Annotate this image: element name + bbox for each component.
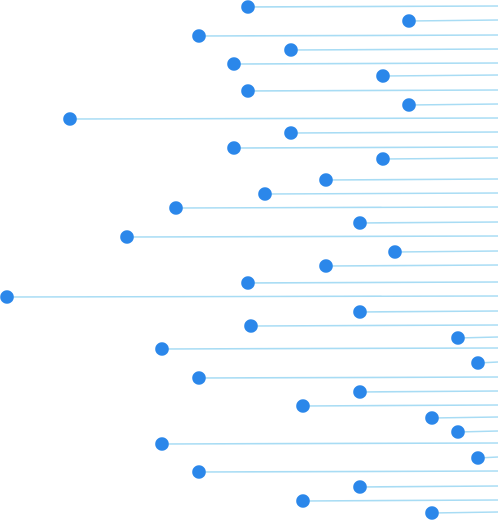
lollipop-dot-31	[155, 437, 169, 451]
lollipop-dot-24	[155, 342, 169, 356]
lollipop-dot-12	[319, 173, 333, 187]
lollipop-stem-24	[161, 347, 498, 350]
lollipop-dot-25	[471, 356, 485, 370]
lollipop-dot-15	[353, 216, 367, 230]
lollipop-stem-12	[325, 178, 498, 181]
lollipop-stem-28	[302, 404, 498, 407]
lollipop-stem-5	[382, 74, 498, 77]
lollipop-stem-6	[247, 89, 498, 92]
lollipop-dot-10	[227, 141, 241, 155]
lollipop-stem-15	[359, 221, 498, 224]
stem-layer	[6, 5, 498, 514]
lollipop-stem-10	[233, 146, 498, 149]
lollipop-dot-26	[192, 371, 206, 385]
lollipop-stem-27	[359, 390, 498, 393]
lollipop-dot-8	[63, 112, 77, 126]
lollipop-dot-33	[192, 465, 206, 479]
dot-layer	[0, 0, 485, 520]
lollipop-dot-34	[353, 480, 367, 494]
lollipop-dot-2	[192, 29, 206, 43]
lollipop-dot-6	[241, 84, 255, 98]
lollipop-stem-16	[126, 235, 498, 238]
lollipop-stem-2	[198, 34, 498, 37]
lollipop-dot-0	[241, 0, 255, 14]
lollipop-stem-36	[431, 511, 498, 514]
lollipop-dot-9	[284, 126, 298, 140]
lollipop-stem-17	[394, 250, 498, 253]
lollipop-dot-18	[319, 259, 333, 273]
lollipop-dot-28	[296, 399, 310, 413]
lollipop-dot-4	[227, 57, 241, 71]
lollipop-stem-19	[247, 281, 498, 284]
lollipop-dot-32	[471, 451, 485, 465]
lollipop-stem-7	[408, 103, 498, 106]
lollipop-stem-26	[198, 376, 498, 379]
lollipop-stem-14	[175, 206, 498, 209]
lollipop-dot-35	[296, 494, 310, 508]
lollipop-stem-31	[161, 442, 498, 445]
lollipop-stem-20	[6, 295, 498, 298]
lollipop-stem-34	[359, 485, 498, 488]
lollipop-dot-7	[402, 98, 416, 112]
lollipop-stem-13	[264, 192, 498, 195]
lollipop-dot-11	[376, 152, 390, 166]
lollipop-dot-5	[376, 69, 390, 83]
lollipop-stem-35	[302, 499, 498, 502]
lollipop-dot-30	[451, 425, 465, 439]
lollipop-dot-20	[0, 290, 14, 304]
lollipop-stem-3	[290, 48, 498, 51]
lollipop-stem-1	[408, 19, 498, 22]
lollipop-stem-0	[247, 5, 498, 8]
lollipop-dot-21	[353, 305, 367, 319]
lollipop-dot-1	[402, 14, 416, 28]
lollipop-stem-8	[69, 117, 498, 120]
lollipop-dot-14	[169, 201, 183, 215]
lollipop-dot-22	[244, 319, 258, 333]
lollipop-dot-29	[425, 411, 439, 425]
lollipop-dot-13	[258, 187, 272, 201]
lollipop-stem-18	[325, 264, 498, 267]
lollipop-dot-23	[451, 331, 465, 345]
lollipop-stem-33	[198, 470, 498, 473]
lollipop-stem-11	[382, 157, 498, 160]
lollipop-stem-21	[359, 310, 498, 313]
lollipop-stem-29	[431, 416, 498, 419]
lollipop-dot-36	[425, 506, 439, 520]
lollipop-dot-19	[241, 276, 255, 290]
lollipop-stem-9	[290, 131, 498, 134]
lollipop-dot-16	[120, 230, 134, 244]
lollipop-dot-27	[353, 385, 367, 399]
lollipop-dot-17	[388, 245, 402, 259]
lollipop-stem-4	[233, 62, 498, 65]
lollipop-stem-22	[250, 324, 498, 327]
lollipop-dot-3	[284, 43, 298, 57]
